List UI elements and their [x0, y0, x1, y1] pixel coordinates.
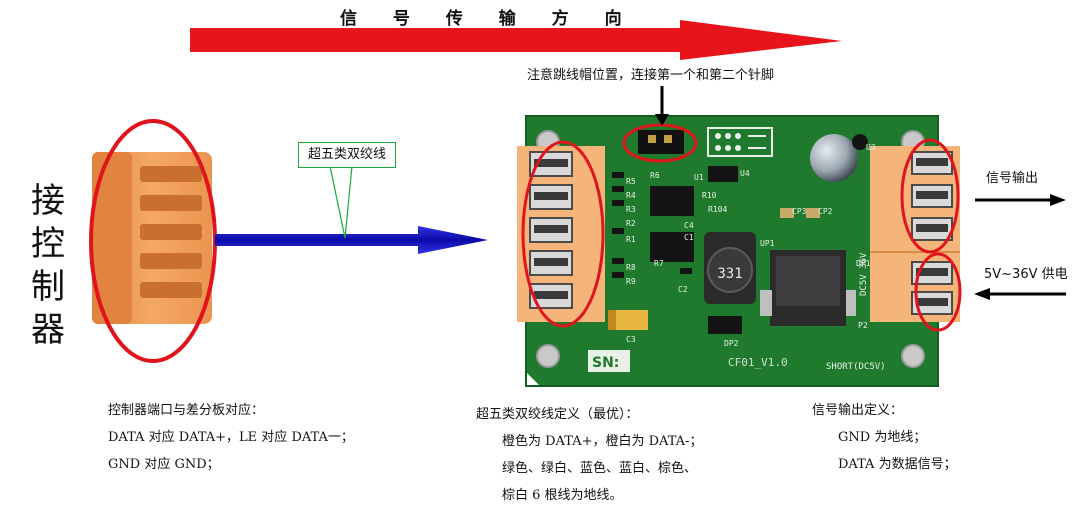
inductor-code-label: 331	[717, 266, 742, 282]
component-label: DP1	[856, 259, 871, 268]
component-label: U1	[694, 173, 704, 182]
output-notes: 信号输出定义： GND 为地线； DATA 为数据信号；	[812, 397, 957, 478]
callout-leader	[330, 166, 352, 238]
component-label: P2	[858, 321, 868, 330]
cable-arrow	[215, 226, 488, 254]
component-label: R8	[626, 263, 636, 272]
note-heading: 控制器端口与差分板对应：	[108, 397, 354, 424]
output-arrow-head	[1050, 194, 1066, 206]
note-line: DATA 为数据信号；	[812, 451, 957, 478]
component-label: R2	[626, 219, 636, 228]
component-label: R104	[708, 205, 727, 214]
component-label: C3	[626, 335, 636, 344]
note-line: GND 对应 GND；	[108, 451, 354, 478]
note-line: 橙色为 DATA+，橙白为 DATA-；	[476, 428, 702, 455]
component-label: C2	[678, 285, 688, 294]
component-label: UP1	[760, 239, 775, 248]
note-line: GND 为地线；	[812, 424, 957, 451]
controller-label-char: 控	[28, 223, 68, 266]
power-arrow-head	[974, 288, 990, 300]
note-line: 棕白 6 根线为地线。	[476, 482, 702, 509]
pcb-board	[517, 116, 960, 386]
power-in-label: 5V~36V 供电	[984, 263, 1068, 282]
component-label: C4	[684, 221, 694, 230]
component-label: CP3	[792, 207, 807, 216]
pcb-sn-label: SN:	[592, 355, 619, 371]
note-heading: 信号输出定义：	[812, 397, 957, 424]
component-label: R7	[654, 259, 664, 268]
note-line: DATA 对应 DATA+，LE 对应 DATA一；	[108, 424, 354, 451]
component-label: R5	[626, 177, 636, 186]
component-label: U4	[740, 169, 750, 178]
jumper-note: 注意跳线帽位置，连接第一个和第二个针脚	[527, 64, 774, 83]
component-label: DP2	[724, 339, 739, 348]
controller-connector	[91, 121, 215, 361]
note-heading: 超五类双绞线定义（最优）：	[476, 401, 702, 428]
component-label: R4	[626, 191, 636, 200]
cable-notes: 超五类双绞线定义（最优）： 橙色为 DATA+，橙白为 DATA-； 绿色、绿白…	[476, 401, 702, 509]
component-label: C1	[684, 233, 694, 242]
component-label: R9	[626, 277, 636, 286]
controller-label-char: 接	[28, 180, 68, 223]
signal-out-label: 信号输出	[986, 167, 1038, 186]
pcb-short-label: SHORT(DC5V)	[826, 362, 886, 372]
component-label: R1	[626, 235, 636, 244]
component-label: U3	[866, 143, 876, 152]
signal-direction-arrow	[190, 20, 842, 60]
controller-label-char: 制	[28, 266, 68, 309]
controller-notes: 控制器端口与差分板对应： DATA 对应 DATA+，LE 对应 DATA一； …	[108, 397, 354, 478]
component-label: R10	[702, 191, 717, 200]
pcb-version-label: CF01_V1.0	[728, 356, 788, 369]
note-line: 绿色、绿白、蓝色、蓝白、棕色、	[476, 455, 702, 482]
controller-label-char: 器	[28, 309, 68, 352]
controller-label: 接 控 制 器	[28, 180, 68, 352]
cable-callout: 超五类双绞线	[298, 142, 396, 168]
component-label: R3	[626, 205, 636, 214]
component-label: R6	[650, 171, 660, 180]
component-label: CP2	[818, 207, 833, 216]
